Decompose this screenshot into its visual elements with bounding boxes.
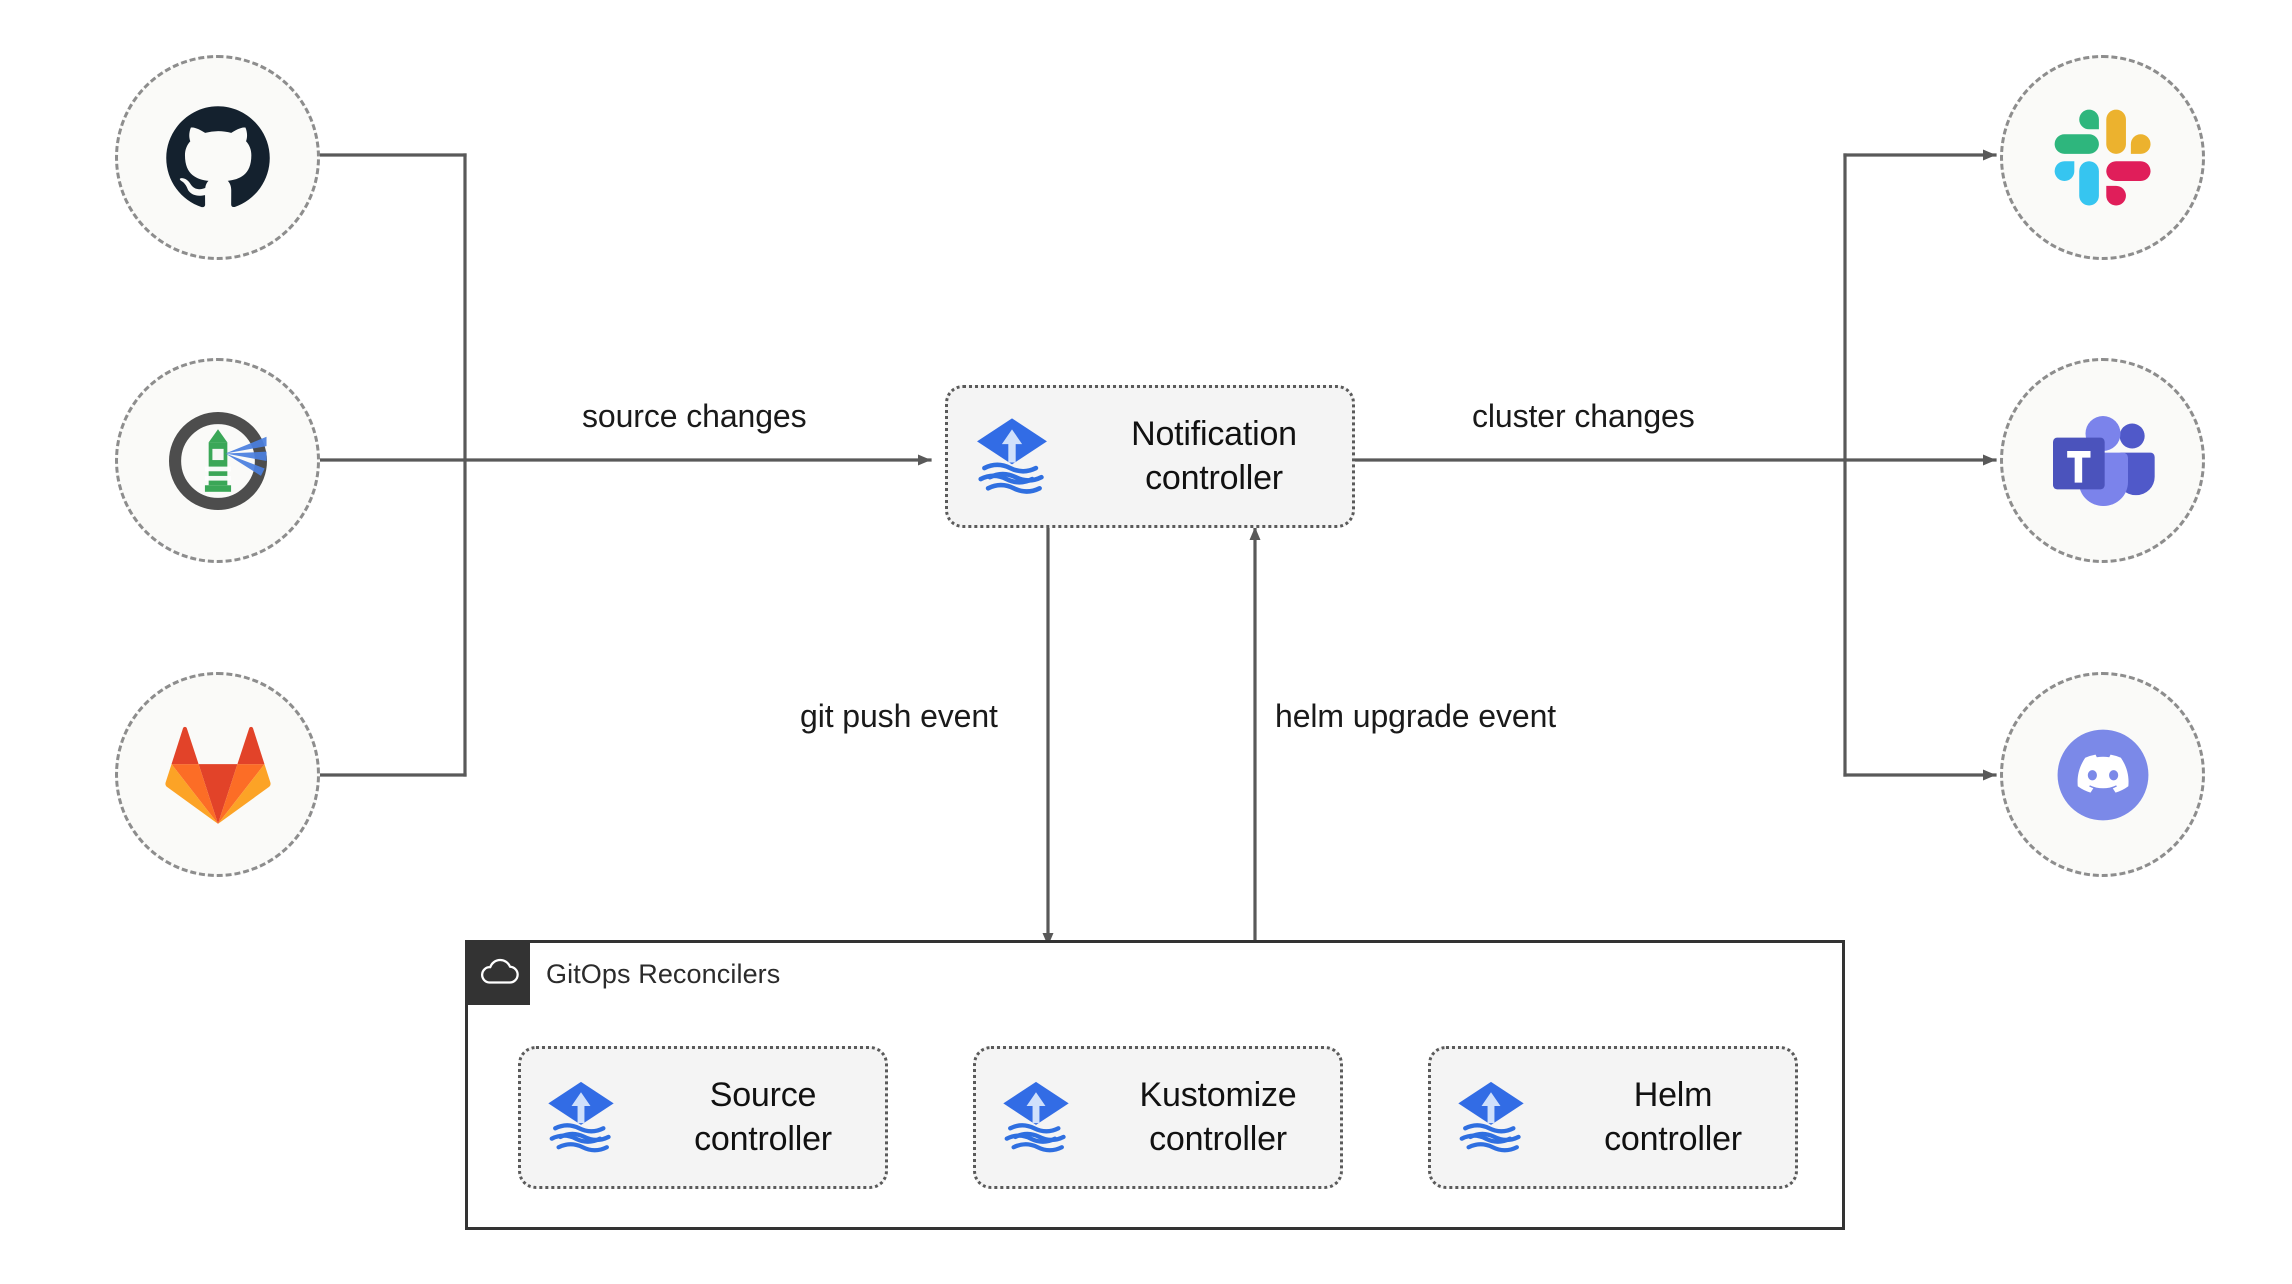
source-node-gitlab[interactable] (115, 672, 320, 877)
source-node-flux-lighthouse[interactable] (115, 358, 320, 563)
flux-logo-icon (948, 411, 1076, 503)
edge-label-helm-upgrade-event: helm upgrade event (1275, 698, 1557, 734)
kustomize-controller-label: Kustomize controller (1139, 1075, 1297, 1158)
edge-label-cluster-changes: cluster changes (1472, 398, 1695, 434)
source-node-github[interactable] (115, 55, 320, 260)
flux-lighthouse-icon (162, 405, 274, 517)
helm-controller-label: Helm controller (1604, 1075, 1742, 1158)
slack-icon (2053, 108, 2153, 208)
destination-node-discord[interactable] (2000, 672, 2205, 877)
gitops-reconcilers-title: GitOps Reconcilers (546, 958, 781, 989)
flux-logo-icon (976, 1075, 1096, 1161)
gitlab-icon (164, 725, 272, 825)
cloud-icon (478, 957, 520, 992)
source-controller-label: Source controller (694, 1075, 832, 1158)
edge-label-git-push-event: git push event (800, 698, 998, 734)
microsoft-teams-icon (2048, 411, 2158, 511)
discord-icon (2045, 717, 2161, 833)
cloud-icon-tile (468, 943, 530, 1005)
gitops-reconcilers-group: GitOps Reconcilers Source controller (465, 940, 1845, 1230)
source-controller-node[interactable]: Source controller (518, 1046, 888, 1189)
flux-logo-icon (1431, 1075, 1551, 1161)
edge-label-source-changes: source changes (582, 398, 807, 434)
destination-node-slack[interactable] (2000, 55, 2205, 260)
destination-node-microsoft-teams[interactable] (2000, 358, 2205, 563)
helm-controller-node[interactable]: Helm controller (1428, 1046, 1798, 1189)
github-icon (164, 104, 272, 212)
notification-controller-node[interactable]: Notification controller (945, 385, 1355, 528)
notification-controller-label: Notification controller (1131, 414, 1297, 497)
flux-logo-icon (521, 1075, 641, 1161)
kustomize-controller-node[interactable]: Kustomize controller (973, 1046, 1343, 1189)
